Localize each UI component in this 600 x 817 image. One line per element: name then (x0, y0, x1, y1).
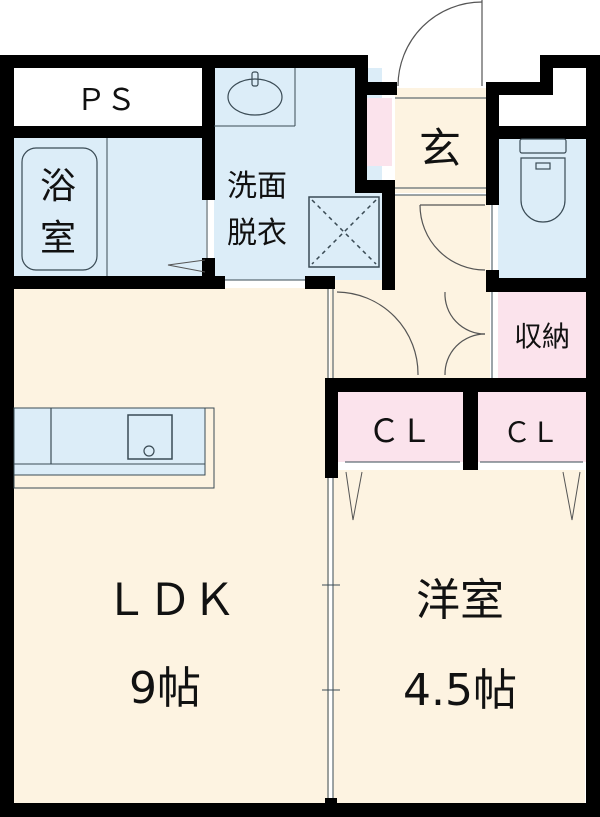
closet-2-floor (478, 392, 586, 462)
toilet-floor (498, 138, 586, 278)
washbasin-icon (227, 71, 283, 116)
toilet-door[interactable] (419, 204, 486, 271)
closet-1-label: ＣＬ (368, 412, 432, 450)
storage-label: 収納 (514, 320, 570, 353)
thin-lines (106, 68, 583, 798)
ldk-door[interactable] (336, 291, 419, 376)
bathroom-floor (14, 138, 206, 278)
washroom-label-2: 脱衣 (227, 216, 287, 251)
bathtub-icon (21, 147, 98, 271)
ldk-label: ＬＤＫ (104, 575, 236, 626)
western-room-label: 洋室 (416, 575, 504, 626)
entrance-label: 玄 (419, 124, 461, 173)
closet-2-label: ＣＬ (503, 416, 559, 449)
storage-door[interactable] (444, 291, 486, 376)
bath-label-2: 室 (40, 218, 76, 259)
closet-1-floor (338, 392, 464, 462)
closet-door-markers (167, 259, 581, 521)
bath-label-1: 浴 (40, 166, 76, 207)
washing-machine-pan-icon (308, 196, 380, 268)
ps-space (14, 68, 202, 126)
shoe-cabinet (366, 98, 392, 166)
toilet-icon (519, 138, 567, 223)
entry-door[interactable] (397, 0, 483, 87)
storage-floor (498, 292, 586, 378)
ldk-size: 9帖 (129, 663, 201, 714)
ldk-floor (14, 288, 329, 803)
ps-label: ＰＳ (76, 83, 136, 118)
sink-icon (127, 414, 173, 460)
entrance-floor (395, 88, 487, 193)
washroom-label-1: 洗面 (227, 169, 287, 204)
western-room-floor (333, 470, 585, 803)
kitchen-counter-icon (13, 407, 215, 489)
walls (0, 55, 600, 817)
washroom-floor (214, 68, 382, 280)
western-room-size: 4.5帖 (403, 665, 517, 716)
